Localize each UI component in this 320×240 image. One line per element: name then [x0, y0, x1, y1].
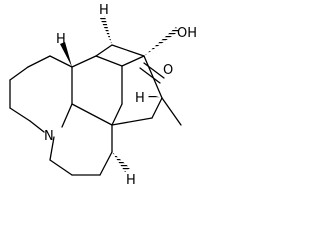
hydroxyl-hashed-wedge: [144, 27, 179, 56]
molecule-structure: N OH O H H H H: [9, 3, 197, 188]
carbonyl-bond: [139, 62, 165, 84]
central-framework: [61, 44, 182, 128]
stereo-wedges: [60, 16, 179, 172]
bottom-hydrogen-label: H: [126, 173, 136, 188]
upper-left-ring: [9, 55, 73, 133]
lower-left-ring: [49, 124, 113, 176]
upper-left-hydrogen-label: H: [56, 32, 66, 47]
top-hydrogen-label: H: [99, 3, 109, 18]
hydroxyl-label: OH: [177, 26, 197, 41]
top-hydrogen-hashed-wedge: [100, 16, 112, 45]
nitrogen-label: N: [44, 129, 54, 144]
upper-left-hydrogen-wedge: [60, 42, 72, 67]
carbonyl-oxygen-label: O: [163, 63, 173, 78]
right-hydrogen-label: H: [135, 91, 145, 106]
bottom-hydrogen-hashed-wedge: [112, 152, 130, 172]
right-hydrogen-hashed-wedge: [148, 94, 162, 99]
